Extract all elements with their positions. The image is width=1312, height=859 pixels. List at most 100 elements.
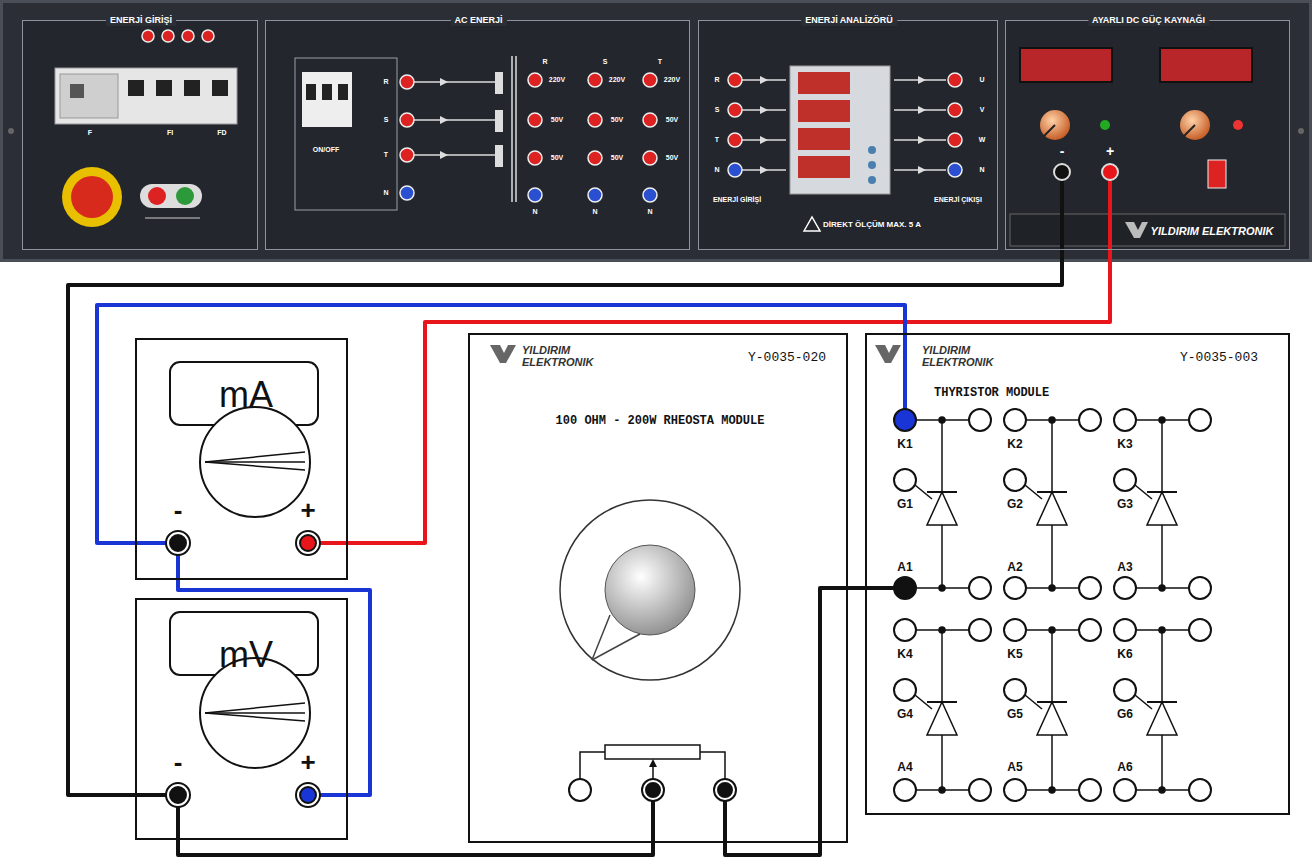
- label: T: [384, 151, 388, 159]
- label: 220V: [664, 76, 680, 84]
- label: T: [658, 58, 662, 66]
- label: G1: [897, 498, 913, 511]
- emergency-button: [62, 167, 202, 227]
- wire: [68, 250, 1062, 795]
- thyristor-symbols: [875, 345, 1189, 793]
- label: K1: [897, 438, 912, 451]
- label: A3: [1117, 561, 1132, 574]
- label: DİREKT ÖLÇÜM MAX. 5 A: [823, 221, 921, 230]
- label: N: [979, 166, 984, 174]
- label: A1: [897, 561, 912, 574]
- label: V: [980, 106, 985, 114]
- ac-supply: [295, 56, 700, 210]
- label: K4: [897, 648, 912, 661]
- label: U: [979, 76, 984, 84]
- label: 50V: [666, 116, 678, 124]
- node-title: ENERJİ ANALİZÖRÜ: [801, 16, 897, 26]
- wire: [725, 588, 865, 855]
- label: S: [384, 116, 389, 124]
- node-text: 100 OHM - 200W RHEOSTA MODULE: [556, 415, 765, 428]
- label: G3: [1117, 498, 1133, 511]
- panel-section: AC ENERJİ: [265, 20, 690, 250]
- node-text: Y-0035-003: [1180, 351, 1258, 365]
- voltmeter-module: mV: [135, 598, 348, 840]
- label: A6: [1117, 761, 1132, 774]
- wire: [348, 250, 1110, 543]
- label: A2: [1007, 561, 1022, 574]
- label: ENERJİ GİRİŞİ: [713, 196, 761, 204]
- thyristor-module: YILDIRIM ELEKTRONIK Y-0035-003THYRISTOR M…: [865, 333, 1290, 815]
- label: K5: [1007, 648, 1022, 661]
- wire: [178, 580, 370, 795]
- label: R: [714, 76, 719, 84]
- energy-analyzer: [728, 66, 962, 231]
- label: -: [1060, 144, 1065, 159]
- label: 220V: [609, 76, 625, 84]
- terminal-jacks: [166, 164, 1211, 807]
- node-title: YILDIRIM ELEKTRONIK: [922, 344, 1002, 368]
- node-title: ENERJİ GİRİŞİ: [106, 16, 176, 26]
- wire: [97, 305, 905, 543]
- label: G5: [1007, 708, 1023, 721]
- node-title: YILDIRIM ELEKTRONIK: [522, 344, 602, 368]
- label: N: [532, 208, 537, 216]
- label: -: [174, 748, 183, 777]
- rheostat-knob: [490, 345, 740, 779]
- control-panel: [0, 0, 1312, 262]
- wire-stub: [903, 333, 907, 420]
- node-title: mV: [219, 635, 273, 675]
- label: S: [603, 58, 608, 66]
- panel-section: ENERJİ ANALİZÖRÜ: [698, 20, 998, 250]
- label: FD: [217, 129, 226, 137]
- label: +: [1106, 144, 1114, 159]
- label: -: [174, 496, 183, 525]
- label: 50V: [551, 154, 563, 162]
- label: N: [714, 166, 719, 174]
- label: K3: [1117, 438, 1132, 451]
- node-title: AYARLI DC GÜÇ KAYNAĞI: [1088, 16, 1209, 26]
- label: G4: [897, 708, 913, 721]
- label: G2: [1007, 498, 1023, 511]
- label: W: [979, 136, 986, 144]
- label: +: [300, 496, 315, 525]
- node-text: THYRISTOR MODULE: [934, 387, 1049, 400]
- label: A5: [1007, 761, 1022, 774]
- label: ENERJİ ÇIKIŞI: [934, 196, 982, 204]
- label: S: [715, 106, 720, 114]
- label: K2: [1007, 438, 1022, 451]
- label: T: [715, 136, 719, 144]
- panel-section: AYARLI DC GÜÇ KAYNAĞI: [1005, 20, 1290, 250]
- label: 220V: [549, 76, 565, 84]
- label: A4: [897, 761, 912, 774]
- node-title: mA: [219, 375, 273, 415]
- label: 50V: [611, 154, 623, 162]
- wire-stub: [1060, 172, 1064, 250]
- label: 50V: [551, 116, 563, 124]
- module-panels: [135, 333, 1290, 843]
- ammeter-module: mA: [135, 338, 348, 580]
- node-text: Y-0035-020: [748, 351, 826, 365]
- dc-supply: [1010, 48, 1285, 246]
- label: N: [592, 208, 597, 216]
- label: N: [383, 189, 388, 197]
- label: 50V: [611, 116, 623, 124]
- label: N: [647, 208, 652, 216]
- label: G6: [1117, 708, 1133, 721]
- breaker-block: [55, 30, 237, 124]
- label: YILDIRIM ELEKTRONIK: [1151, 225, 1274, 237]
- label: FI: [167, 129, 173, 137]
- label: +: [300, 748, 315, 777]
- label: R: [542, 58, 547, 66]
- label: ON/OFF: [313, 146, 339, 154]
- label: R: [383, 78, 388, 86]
- label: K6: [1117, 648, 1132, 661]
- rheostat-module: YILDIRIM ELEKTRONIK Y-0035-020 100 OHM - 2…: [468, 333, 848, 843]
- meter-faces: [170, 362, 318, 768]
- label: F: [88, 129, 92, 137]
- label: 50V: [666, 154, 678, 162]
- node-title: AC ENERJİ: [450, 16, 506, 26]
